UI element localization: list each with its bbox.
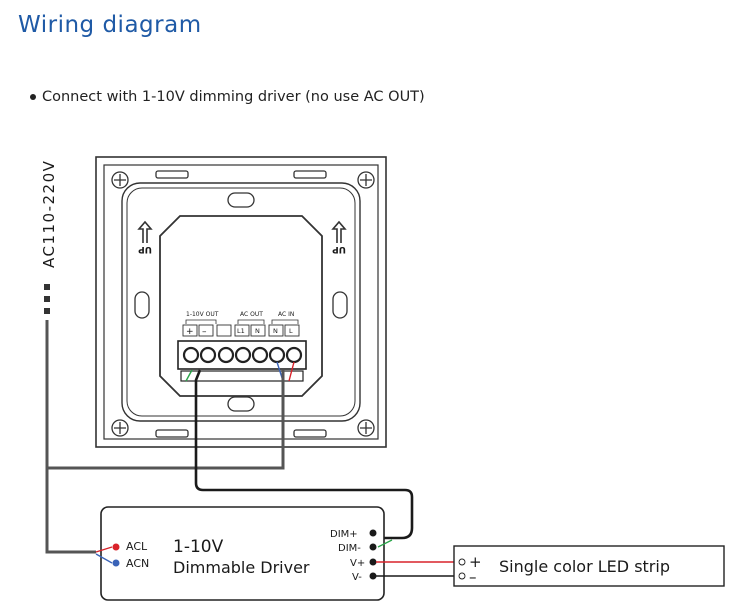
- terminal-l: L: [289, 327, 293, 335]
- strip-minus: –: [469, 568, 477, 586]
- wire-1-10v-green: [185, 369, 193, 382]
- driver-input-acn: ACN: [126, 557, 149, 570]
- instruction-text: Connect with 1-10V dimming driver (no us…: [42, 89, 425, 105]
- mounting-screw-icon: [111, 171, 375, 437]
- ac-supply-wires: [45, 320, 285, 554]
- terminal-plus: +: [186, 327, 194, 337]
- dim-control-wire: [194, 369, 414, 540]
- up-arrow-icon: [137, 220, 347, 243]
- driver-output-dim-minus: DIM-: [338, 543, 361, 554]
- driver-line1: 1-10V: [173, 537, 224, 557]
- up-label-left: UP: [138, 244, 152, 254]
- led-strip: + – Single color LED strip: [453, 545, 725, 587]
- driver-output-v-plus: V+: [350, 558, 365, 569]
- group-label-ac-out: AC OUT: [240, 311, 263, 318]
- page-title: Wiring diagram: [18, 12, 202, 38]
- terminal-block: [177, 340, 307, 382]
- up-label-right: UP: [332, 244, 346, 254]
- instruction-line: Connect with 1-10V dimming driver (no us…: [30, 89, 425, 105]
- acl-terminal-dot: [112, 543, 120, 551]
- driver-line2: Dimmable Driver: [173, 558, 310, 577]
- driver-output-v-minus: V-: [352, 572, 362, 583]
- bullet-icon: [30, 94, 36, 100]
- terminal-minus: –: [202, 327, 207, 337]
- strip-label: Single color LED strip: [499, 557, 670, 576]
- mounting-slot: [134, 170, 348, 438]
- strip-plus: +: [469, 553, 482, 571]
- driver-input-acl: ACL: [126, 540, 148, 553]
- group-label-ac-in: AC IN: [278, 311, 294, 318]
- led-output-wires: [376, 561, 458, 577]
- group-label-1-10v-out: 1-10V OUT: [186, 311, 219, 318]
- terminal-l1: L1: [237, 327, 245, 335]
- terminal-n-out: N: [255, 327, 260, 335]
- supply-dashes: [44, 284, 50, 314]
- supply-label: AC110-220V: [40, 160, 58, 268]
- wall-panel: UP UP: [95, 156, 387, 448]
- dimmable-driver: 1-10V Dimmable Driver ACL ACN DIM+ DIM- …: [95, 506, 393, 601]
- acn-terminal-dot: [112, 559, 120, 567]
- driver-output-dim-plus: DIM+: [330, 529, 358, 540]
- terminal-n-in: N: [273, 327, 278, 335]
- terminal-labels: 1-10V OUT AC OUT AC IN + – L1 N N L: [182, 311, 300, 337]
